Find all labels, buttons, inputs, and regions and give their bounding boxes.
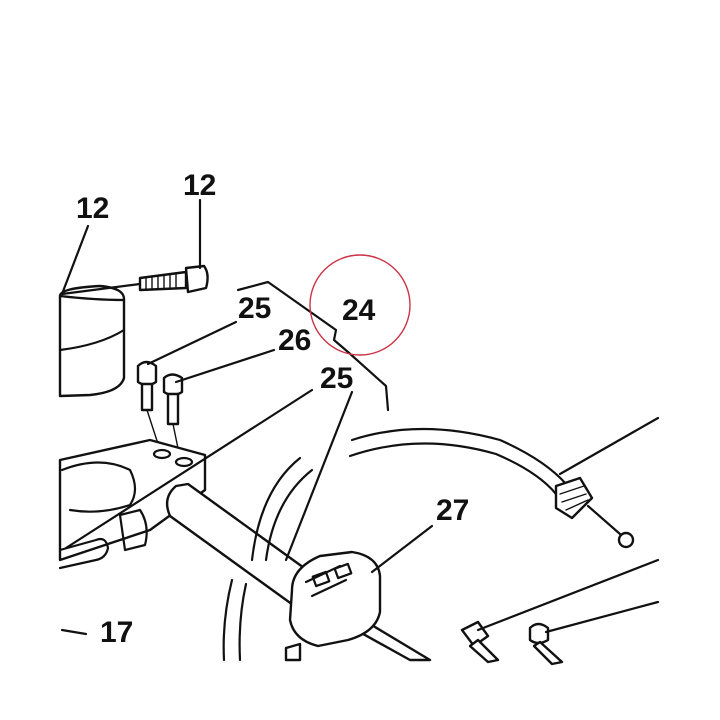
screw-lower-right-a — [460, 620, 500, 664]
throttle-cable — [348, 427, 635, 549]
callout-25-lower: 25 — [320, 362, 353, 395]
highlight-circle — [309, 254, 411, 356]
callout-17: 17 — [100, 616, 133, 649]
callout-25-upper: 25 — [238, 292, 271, 325]
handlebar-holder-cap — [58, 284, 126, 398]
switch-housing-27 — [284, 550, 382, 662]
leader-lines — [60, 198, 660, 636]
callout-12-top: 12 — [183, 169, 216, 202]
callout-24: 24 — [342, 294, 376, 327]
bolt-25-vertical — [136, 360, 161, 451]
lower-holder-bridge — [58, 438, 207, 570]
callout-27: 27 — [436, 494, 469, 527]
assembly-boundary-line — [236, 280, 390, 412]
callout-26: 26 — [278, 324, 311, 357]
callout-12-left: 12 — [76, 192, 109, 225]
screw-lower-right-b — [528, 622, 564, 666]
bolt-12-horizontal — [138, 264, 209, 294]
frame-edge-lines — [222, 456, 314, 662]
bolt-26-vertical — [162, 373, 184, 459]
